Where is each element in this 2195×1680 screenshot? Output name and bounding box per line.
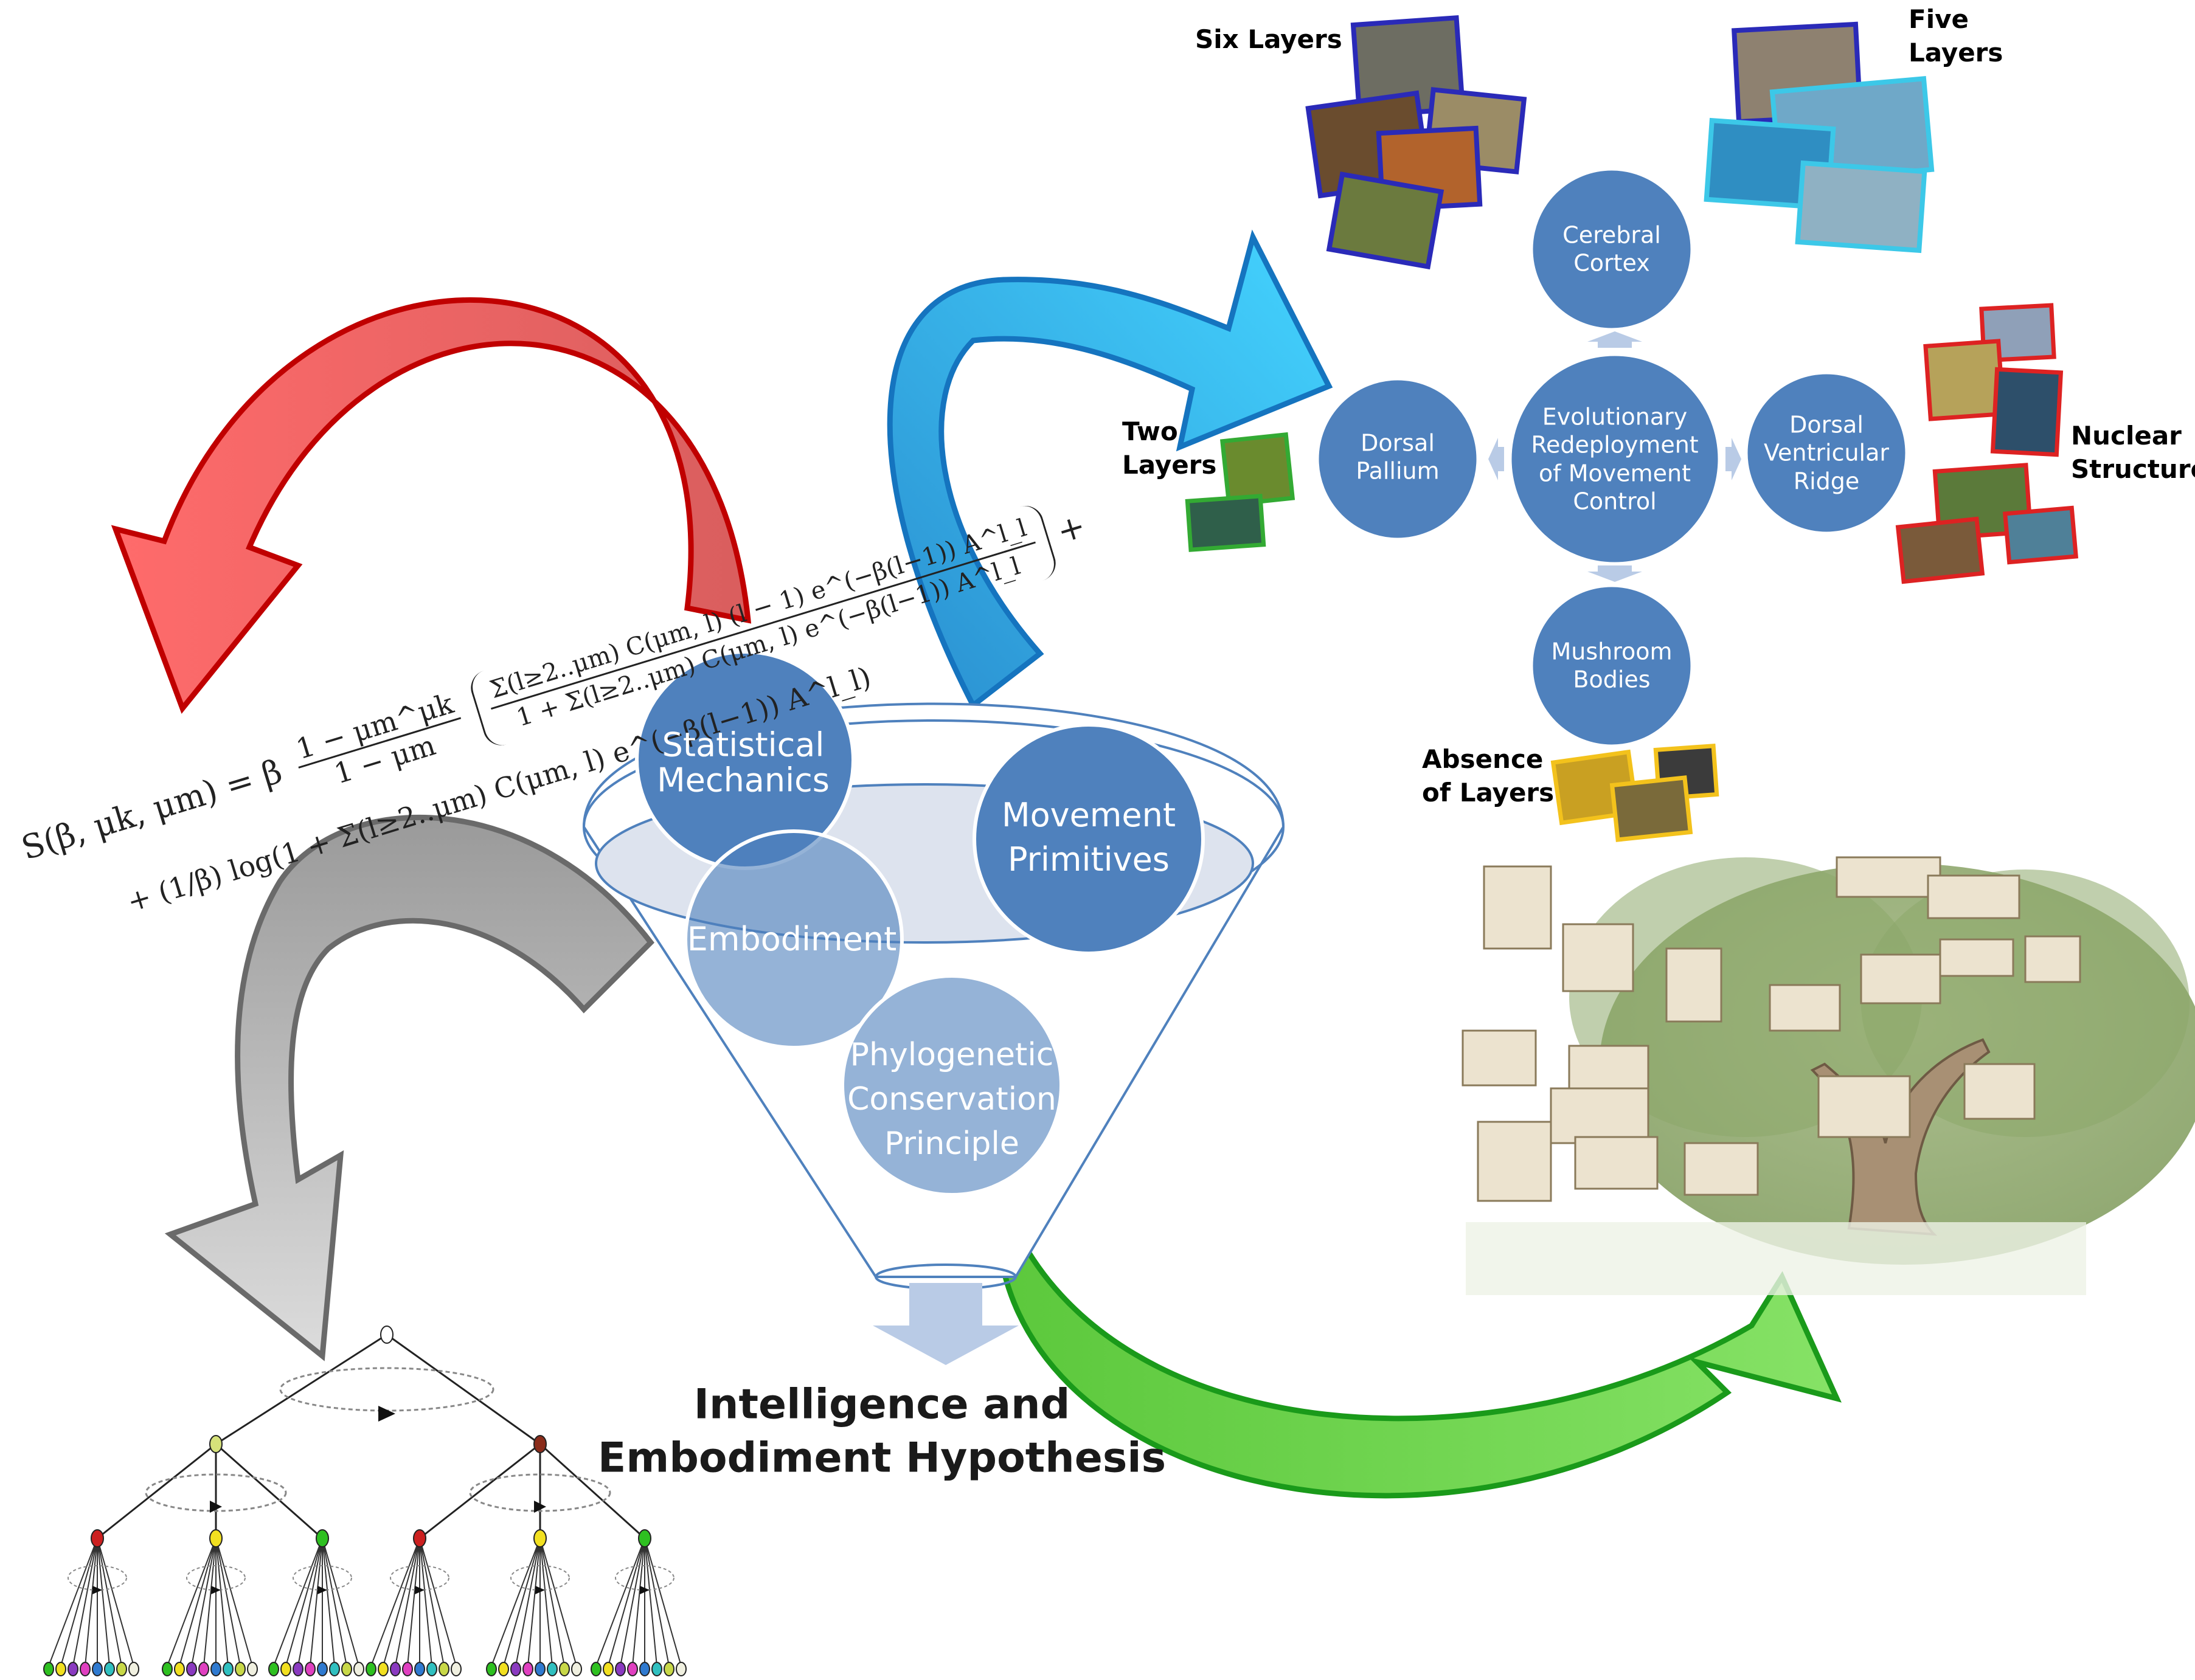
cycle-arrow-up xyxy=(1587,331,1642,348)
six-layers-photos xyxy=(1305,15,1527,270)
absence-of-layers-label: Absence of Layers xyxy=(1422,744,1555,807)
cerebral-cortex-circle xyxy=(1530,167,1694,331)
five-layers-photos xyxy=(1704,21,1935,254)
cycle-arrow-left xyxy=(1488,438,1504,480)
red-curved-arrow xyxy=(111,297,752,714)
gray-curved-arrow xyxy=(164,814,654,1361)
dorsal-pallium-circle xyxy=(1316,377,1480,541)
cerebral-cortex-label: Cerebral Cortex xyxy=(1562,221,1661,277)
blue-curved-arrow xyxy=(887,229,1333,710)
phylogenetic-circle xyxy=(841,974,1063,1197)
evolutionary-redeployment-circle xyxy=(1508,353,1721,565)
hypothesis-title: Intelligence and Embodiment Hypothesis xyxy=(597,1380,1167,1482)
two-layers-photos xyxy=(1185,432,1295,552)
hierarchical-tree xyxy=(43,1326,687,1676)
embodiment-label: Embodiment xyxy=(687,919,897,958)
tree-of-life-illustration xyxy=(1462,856,2195,1295)
absence-of-layers-photos xyxy=(1550,744,1719,842)
mushroom-bodies-label: Mushroom Bodies xyxy=(1551,638,1673,693)
five-layers-label: Five Layers xyxy=(1909,4,2003,67)
embodiment-circle xyxy=(684,829,904,1049)
funnel-down-arrow xyxy=(873,1283,1019,1365)
phylogenetic-conservation-label: Phylogenetic Conservation Principle xyxy=(847,1036,1056,1162)
cycle-arrow-down xyxy=(1587,565,1642,582)
movement-primitives-label: Movement Primitives xyxy=(1001,796,1176,879)
dorsal-ventricular-ridge-label: Dorsal Ventricular Ridge xyxy=(1763,411,1890,495)
two-layers-label: Two Layers xyxy=(1122,417,1217,480)
movement-primitives-circle xyxy=(973,723,1205,955)
mushroom-bodies-circle xyxy=(1530,584,1694,748)
evolutionary-redeployment-label: Evolutionary Redeployment of Movement Co… xyxy=(1531,403,1699,515)
dorsal-pallium-label: Dorsal Pallium xyxy=(1356,429,1440,485)
cycle-arrow-right xyxy=(1725,438,1741,480)
dorsal-ventricular-ridge-circle xyxy=(1744,371,1909,535)
nuclear-structure-label: Nuclear Structure xyxy=(2071,421,2195,484)
six-layers-label: Six Layers xyxy=(1195,24,1342,54)
statistical-mechanics-label: Statistical Mechanics xyxy=(657,725,830,800)
green-curved-arrow xyxy=(994,1213,1842,1499)
nuclear-structure-photos xyxy=(1895,303,2079,584)
